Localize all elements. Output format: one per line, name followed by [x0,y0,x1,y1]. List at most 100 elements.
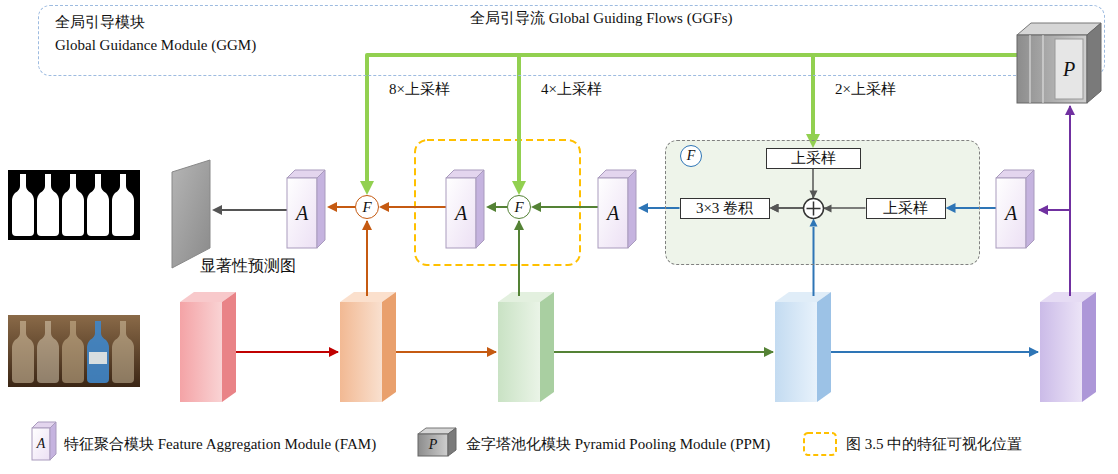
block-side [222,292,236,402]
block-front [340,302,382,402]
cube-side [1026,170,1034,248]
flow-arrow [367,55,1017,188]
flow-label: 8×上采样 [389,80,450,98]
top-arrow [1039,209,1070,211]
aggregation-cube: A [996,170,1036,250]
flow-arrow [813,55,1017,141]
aggregation-cube: A [287,170,327,250]
sum-input-head [824,205,832,213]
module-title: Global Guidance Module (GGM) [55,36,256,54]
bottle-tag [89,352,107,364]
map-shape [172,160,212,270]
flow-arrow [536,206,598,208]
fusion-node: F [507,195,531,219]
legend-text: 金字塔池化模块 Pyramid Pooling Module (PPM) [466,435,770,453]
fusion-symbol: F [680,145,702,167]
cube-side [1087,23,1101,103]
photo-bottle [112,321,134,383]
block-front [498,302,540,402]
block-side [540,292,554,402]
encoder-block [498,292,554,402]
block-front [1040,302,1082,402]
mask-image [8,170,140,240]
map-plane [172,160,210,268]
block-side [1082,292,1096,402]
module-fill [665,140,980,265]
cube-slice-light [1055,39,1083,99]
ppm-shape [1017,23,1105,103]
visualization-region [415,140,580,265]
cube-front [598,178,628,248]
output-caption: 显著性预测图 [200,257,296,275]
encoder-arrow [396,351,496,353]
module-title: 全局引导模块 [55,13,145,31]
flow-label: 2×上采样 [835,80,896,98]
operation-label: 上采样 [883,199,928,218]
block-side [817,292,831,402]
encoder-block [775,292,831,402]
photo-bottle [12,321,34,383]
fusion-symbol: F [356,196,378,218]
mask-ground [8,170,140,240]
photo-bottle [37,321,59,383]
skip-arrow [813,227,815,296]
module-symbol: A [287,178,317,248]
operation-box: 3×3 卷积 [680,198,770,219]
fusion-detail-box: F 上采样 3×3 卷积 上采样 [665,140,980,265]
block-front [180,302,222,402]
sum-input-head [810,191,818,199]
skip-arrow [518,221,520,296]
mask-bottle [112,174,134,236]
icon-front [418,434,448,456]
module-symbol: A [446,178,476,248]
flow-arrow [643,207,680,209]
legend-icon-letter: A [32,428,50,460]
operation-box: 上采样 [866,198,946,219]
mask-bottle [37,174,59,236]
aggregation-cube: A [446,170,486,250]
legend-text: 特征聚合模块 Feature Aggregation Module (FAM) [64,435,376,453]
module-symbol: A [598,178,628,248]
top-arrow [1069,106,1071,296]
encoder-block [340,292,396,402]
legend-fam-icon [32,422,56,460]
cube-front [446,178,476,248]
icon-side [448,428,456,456]
mask-bottle [87,174,109,236]
block-side [382,292,396,402]
operation-label: 3×3 卷积 [696,199,753,218]
icon-side [50,422,56,460]
photo-ground [8,315,140,387]
cube-slice [1043,35,1044,103]
mask-bottle [62,174,84,236]
operation-label: 上采样 [791,149,836,168]
cube-front [1017,35,1087,103]
flow-arrow [384,206,446,208]
photo-bottle [87,321,109,383]
fusion-node: F [355,195,379,219]
flow-arrow [519,55,1017,188]
encoder-block [180,292,236,402]
legend-icon-letter: P [418,434,448,456]
cube-side [476,170,484,248]
legend-text: 图 3.5 中的特征可视化位置 [846,435,1022,453]
icon-front [32,428,50,460]
sum-symbol-cross [807,202,821,216]
sum-input-head [810,219,818,227]
legend-region-sample [804,433,836,455]
module-symbol: A [996,178,1026,248]
operation-box: 上采样 [766,148,861,169]
encoder-arrow [236,351,338,353]
flow-label: 4×上采样 [541,80,602,98]
cube-front [287,178,317,248]
cube-slice [1030,35,1031,103]
skip-arrow [366,221,368,296]
flow-title: 全局引导流 Global Guiding Flows (GGFs) [470,9,733,27]
flow-arrow [491,206,507,208]
cube-side [317,170,325,248]
cube-side [628,170,636,248]
